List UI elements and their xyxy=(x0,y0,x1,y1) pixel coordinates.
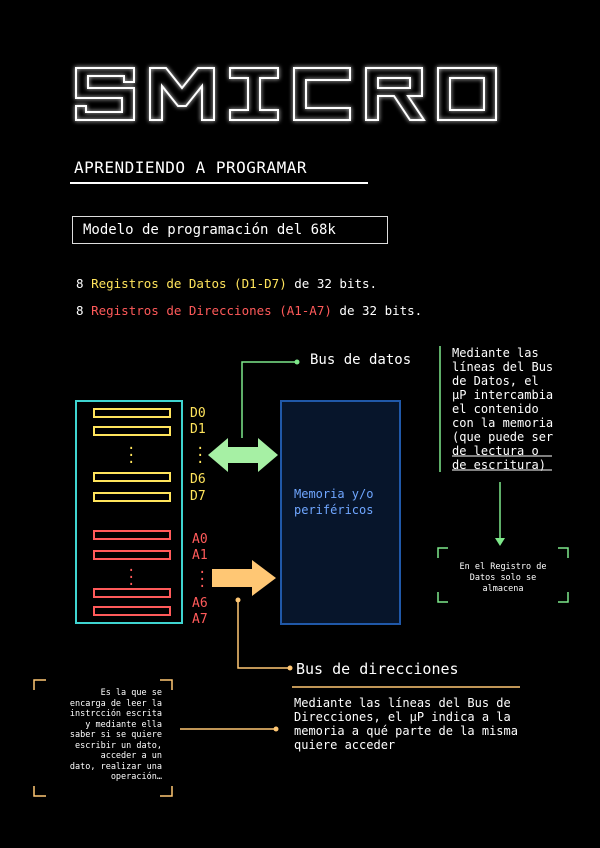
desc-line: µP intercambia xyxy=(452,388,554,402)
data-bus-description: Mediante las líneas del Bus de Datos, el… xyxy=(452,346,553,472)
data-bus-connector xyxy=(241,361,296,438)
note-arrow-head xyxy=(495,538,505,546)
desc-line: de escritura) xyxy=(452,458,546,472)
desc-line: Mediante las líneas del Bus de xyxy=(294,696,511,710)
desc-line: de Datos, el xyxy=(452,374,539,388)
desc-line: líneas del Bus xyxy=(452,360,554,374)
memory-label: Memoria y/o periféricos xyxy=(294,486,373,518)
note-line: saber si se quiere xyxy=(69,730,162,740)
address-label-ellipsis: ··· xyxy=(198,565,207,595)
desc-line: Mediante las xyxy=(452,346,539,360)
label-d0: D0 xyxy=(190,406,206,421)
data-bus-label: Bus de datos xyxy=(310,352,412,368)
address-bus-arrow xyxy=(212,560,276,596)
label-a6: A6 xyxy=(192,596,208,611)
data-register-bar xyxy=(93,492,171,502)
note-line: escribir un dato, xyxy=(75,740,162,751)
address-registers-highlight: Registros de Direcciones (A1-A7) xyxy=(91,303,332,318)
data-registers-highlight: Registros de Datos (D1-D7) xyxy=(91,276,287,291)
note-line: En el Registro de xyxy=(459,562,547,572)
register-panel: ··· ··· xyxy=(75,400,183,624)
memory-label-line-1: Memoria y/o xyxy=(294,487,374,501)
address-bus-description: Mediante las líneas del Bus de Direccion… xyxy=(294,696,518,752)
label-a0: A0 xyxy=(192,532,208,547)
desc-line: (que puede ser xyxy=(452,430,554,444)
subtitle: APRENDIENDO A PROGRAMAR xyxy=(74,158,308,177)
memory-label-line-2: periféricos xyxy=(294,503,374,517)
desc-line: Direcciones, el µP indica a la xyxy=(294,710,511,724)
note-line: y mediante ella xyxy=(85,719,162,730)
register-note: En el Registro de Datos solo se almacena xyxy=(440,562,566,595)
label-d6: D6 xyxy=(190,472,206,487)
note-line: Es la que se xyxy=(100,688,162,698)
address-register-bar xyxy=(93,550,171,560)
address-bus-connector xyxy=(237,600,290,669)
note-line: instrcción escrita xyxy=(69,709,162,719)
desc-line: con la memoria xyxy=(452,416,554,430)
address-registers-prefix: 8 xyxy=(76,303,92,318)
label-d7: D7 xyxy=(190,489,206,504)
label-d1: D1 xyxy=(190,422,206,437)
desc-line: de lectura o xyxy=(452,444,539,458)
data-registers-line: 8 Registros de Datos (D1-D7) de 32 bits. xyxy=(76,276,377,291)
data-register-bar xyxy=(93,426,171,436)
data-label-ellipsis: ··· xyxy=(196,441,205,471)
desc-line: memoria a qué parte de la misma xyxy=(294,724,518,738)
note-line: operación… xyxy=(110,772,162,782)
left-note: Es la que se encarga de leer la instrcci… xyxy=(40,688,162,783)
data-registers-suffix: de 32 bits. xyxy=(286,276,378,291)
data-register-bar xyxy=(93,408,171,418)
smicro-logo xyxy=(75,67,497,121)
memory-box: Memoria y/o periféricos xyxy=(280,400,401,625)
data-bus-arrow xyxy=(208,438,278,472)
address-register-bar xyxy=(93,530,171,540)
label-a1: A1 xyxy=(192,548,208,563)
desc-line: quiere acceder xyxy=(294,738,396,752)
subtitle-underline xyxy=(70,182,368,184)
model-title-box: Modelo de programación del 68k xyxy=(72,216,388,244)
address-registers-suffix: de 32 bits. xyxy=(331,303,423,318)
data-register-ellipsis: ··· xyxy=(127,441,136,471)
note-line: Datos solo se xyxy=(469,573,537,583)
desc-line: el contenido xyxy=(452,402,539,416)
note-line: encarga de leer la xyxy=(69,698,162,709)
label-a7: A7 xyxy=(192,612,208,627)
note-line: dato, realizar una xyxy=(69,761,162,772)
address-bus-label: Bus de direcciones xyxy=(296,660,459,678)
address-register-bar xyxy=(93,588,171,598)
address-registers-line: 8 Registros de Direcciones (A1-A7) de 32… xyxy=(76,303,422,318)
note-line: acceder a un xyxy=(100,751,162,761)
note-line: almacena xyxy=(482,584,524,594)
data-register-bar xyxy=(93,472,171,482)
data-registers-prefix: 8 xyxy=(76,276,92,291)
address-register-ellipsis: ··· xyxy=(127,563,136,593)
address-register-bar xyxy=(93,606,171,616)
